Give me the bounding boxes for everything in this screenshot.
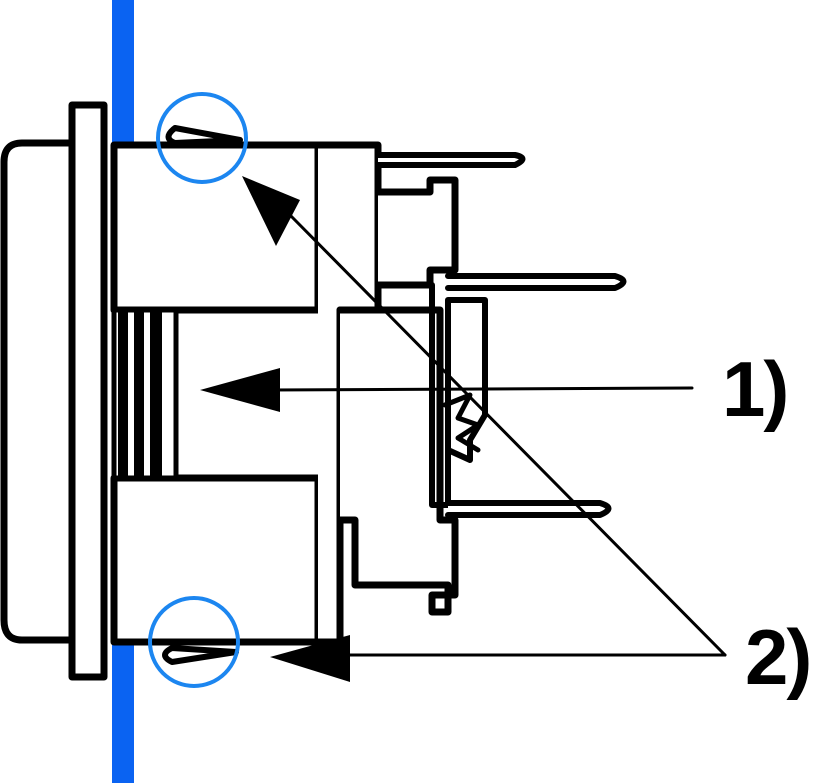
arrowhead-1 [200, 368, 280, 412]
arrowhead-2b [270, 635, 350, 682]
front-bezel [0, 139, 76, 644]
callout-label-1: 1) [722, 345, 789, 433]
snap-clip-icon [162, 645, 239, 665]
terminal-upper-block [374, 176, 459, 289]
body-lower [110, 474, 322, 646]
snap-clip-icon [165, 125, 243, 146]
terminal-block [336, 306, 459, 616]
leader-line-1 [268, 386, 694, 392]
thread-ring-2 [134, 312, 144, 476]
highlight-circle-top [156, 92, 248, 184]
terminal-spring [442, 392, 481, 453]
leader-line-2a [288, 213, 727, 657]
thread-ring-1 [118, 312, 128, 476]
terminal-pin-icon [445, 500, 612, 518]
flange-plate [68, 101, 108, 681]
highlight-circle-bottom [148, 596, 240, 688]
terminal-inner-body [429, 282, 488, 508]
arrowhead-2a [242, 176, 300, 246]
callout-label-2: 2) [745, 613, 812, 701]
terminal-pin-icon [375, 152, 526, 168]
terminal-pin-icon [445, 273, 627, 291]
body-upper [110, 141, 322, 314]
thread-ring-3 [150, 312, 162, 476]
